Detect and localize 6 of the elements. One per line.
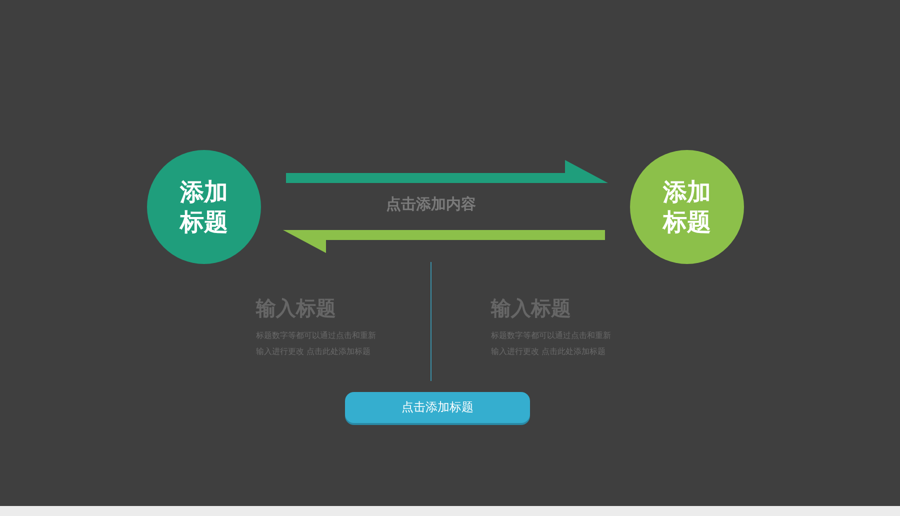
arrow — [286, 160, 608, 183]
title-circle: 添加标题 — [630, 150, 744, 264]
title-button: 点击添加标题 — [345, 392, 530, 423]
title-circle: 添加标题 — [147, 150, 261, 264]
arrow — [283, 230, 605, 253]
caption-text: 点击添加内容 — [386, 195, 477, 213]
